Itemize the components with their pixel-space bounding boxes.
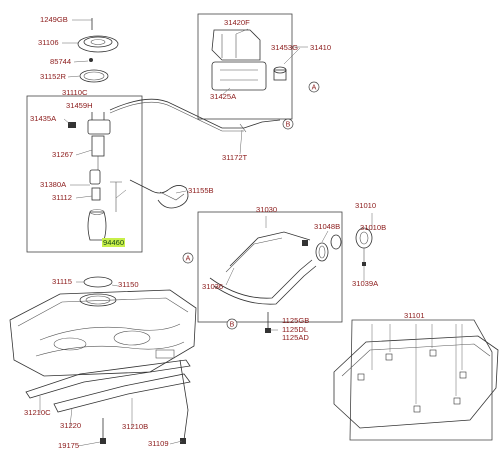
part-label-1125ad: 1125AD bbox=[282, 333, 309, 342]
ref-circle-a-canister bbox=[308, 81, 320, 93]
leader-lines bbox=[39, 19, 463, 447]
fuel-cap bbox=[355, 227, 373, 266]
filler-neck bbox=[209, 231, 342, 305]
protector-plate bbox=[333, 335, 499, 429]
part-label-31010b: 31010B bbox=[360, 223, 387, 232]
canister-assembly bbox=[211, 29, 287, 91]
part-label-31109: 31109 bbox=[148, 439, 169, 448]
part-label-31172t: 31172T bbox=[222, 153, 248, 162]
part-label-31425a: 31425A bbox=[210, 92, 237, 101]
part-label-31150: 31150 bbox=[118, 280, 139, 289]
part-label-19175: 19175 bbox=[58, 441, 80, 450]
ref-circle-b-line bbox=[282, 118, 294, 130]
part-label-31459h: 31459H bbox=[66, 101, 93, 110]
part-label-31110c: 31110C bbox=[62, 88, 88, 97]
part-label-31155b: 31155B bbox=[188, 186, 214, 195]
canister-box bbox=[197, 13, 293, 120]
part-label-31410: 31410 bbox=[310, 43, 332, 52]
o-ring bbox=[83, 276, 113, 288]
part-label-31380a: 31380A bbox=[40, 180, 67, 189]
ref-circle-a-filler bbox=[182, 252, 194, 264]
pump-assembly-box bbox=[26, 95, 143, 253]
part-label-31101: 31101 bbox=[404, 311, 425, 320]
part-label-31048b: 31048B bbox=[314, 222, 341, 231]
ref-a-filler-text: A bbox=[186, 256, 191, 263]
part-label-31106: 31106 bbox=[38, 38, 59, 47]
tank-strap-rear bbox=[53, 373, 191, 413]
part-label-31420f: 31420F bbox=[224, 18, 250, 27]
part-label-1249gb: 1249GB bbox=[40, 15, 68, 24]
part-label-31220: 31220 bbox=[60, 421, 82, 430]
part-label-31036: 31036 bbox=[202, 282, 224, 291]
tank-strap-front bbox=[25, 359, 191, 399]
part-label-31210b: 31210B bbox=[122, 422, 149, 431]
part-label-31267: 31267 bbox=[52, 150, 74, 159]
part-label-31112: 31112 bbox=[52, 193, 72, 202]
ref-b-line-text: B bbox=[286, 122, 291, 129]
lock-ring-assembly bbox=[77, 18, 119, 83]
part-label-31453g: 31453G bbox=[271, 43, 299, 52]
part-label-31115: 31115 bbox=[52, 277, 72, 286]
fuel-tank bbox=[9, 289, 197, 377]
part-label-85744: 85744 bbox=[50, 57, 72, 66]
part-label-1125gb: 1125GB bbox=[282, 316, 310, 325]
mounting-bolts bbox=[100, 312, 271, 444]
ref-circle-b-neck bbox=[226, 318, 238, 330]
strap-bracket bbox=[179, 359, 189, 441]
part-label-1125dl: 1125DL bbox=[282, 325, 309, 334]
part-label-94460-highlighted: 94460 bbox=[102, 238, 126, 247]
part-label-31010: 31010 bbox=[355, 201, 377, 210]
part-label-31435a: 31435A bbox=[30, 114, 57, 123]
ref-b-neck-text: B bbox=[230, 322, 235, 329]
part-label-31030: 31030 bbox=[256, 205, 278, 214]
ref-a-canister-text: A bbox=[312, 85, 317, 92]
part-label-31152r: 31152R bbox=[40, 72, 67, 81]
filler-neck-box bbox=[197, 211, 343, 323]
protector-box bbox=[349, 319, 493, 441]
fuel-pump-module bbox=[68, 112, 122, 241]
part-label-31210c: 31210C bbox=[24, 408, 51, 417]
part-label-31039a: 31039A bbox=[352, 279, 379, 288]
